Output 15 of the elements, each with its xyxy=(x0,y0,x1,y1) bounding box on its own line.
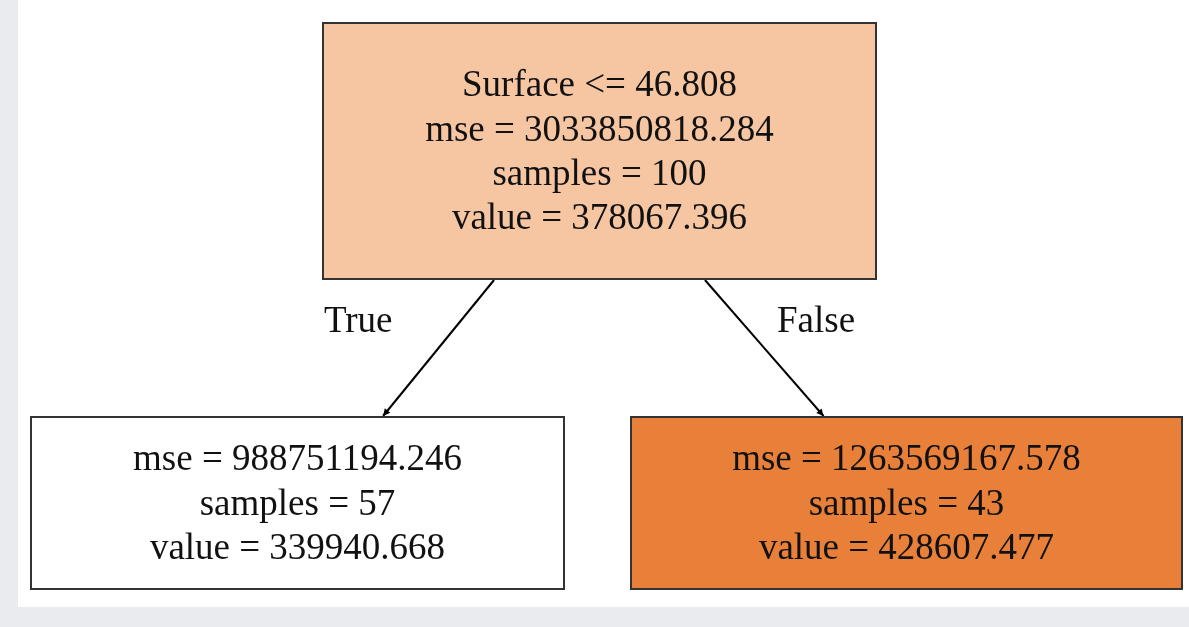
arrow xyxy=(703,279,825,417)
decision-node-box xyxy=(322,22,877,280)
node-text: samples = 43 xyxy=(808,480,1005,525)
leaf-node-box xyxy=(630,416,1183,590)
node-text: mse = 3033850818.284 xyxy=(425,106,774,151)
node-text: value = 428607.477 xyxy=(758,525,1055,570)
node-text: value = 339940.668 xyxy=(149,525,446,570)
node-text: Surface <= 46.808 xyxy=(462,62,737,107)
node-text: samples = 100 xyxy=(492,151,707,195)
arrow xyxy=(382,279,496,417)
node-text: samples = 57 xyxy=(199,480,396,525)
leaf-node-box xyxy=(30,416,565,590)
node-text: mse = 1263569167.578 xyxy=(732,436,1081,481)
node-text: value = 378067.396 xyxy=(451,195,748,240)
node-text: mse = 988751194.246 xyxy=(133,436,462,481)
